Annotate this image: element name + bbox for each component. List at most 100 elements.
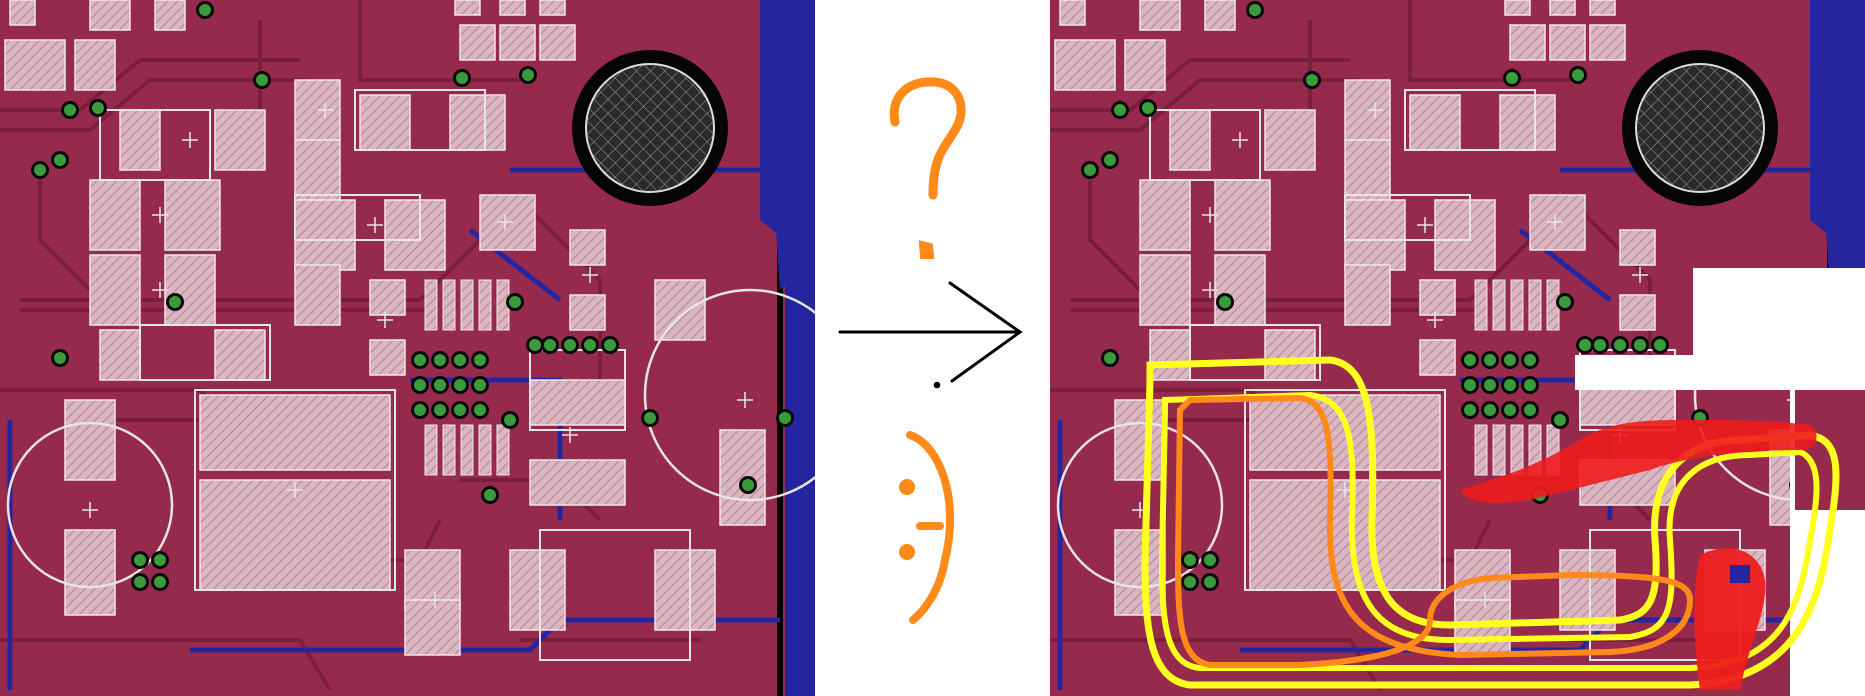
via-5 (1104, 154, 1116, 166)
ic-pin-1-2 (460, 424, 474, 476)
via-32 (474, 379, 486, 391)
pad-15 (294, 199, 356, 271)
via-24 (154, 576, 166, 588)
board-corner (1810, 0, 1865, 290)
removed-area (1575, 268, 1865, 696)
pad-20 (369, 279, 406, 316)
right-arrow-icon (838, 281, 1023, 389)
pad-35 (654, 279, 706, 341)
via-29 (1464, 379, 1476, 391)
via-30 (1484, 379, 1496, 391)
pad-3 (154, 0, 186, 31)
pad-23 (99, 329, 141, 381)
via-2 (1114, 104, 1126, 116)
ic-pin-0-2 (460, 279, 474, 331)
silkscreen-outline-1 (99, 109, 211, 181)
via-13 (529, 339, 541, 351)
pcb-layout-annotated (1050, 0, 1865, 696)
via-19 (779, 412, 791, 424)
pad-12 (1214, 179, 1271, 251)
via-28 (474, 354, 486, 366)
via-34 (434, 404, 446, 416)
pad-10 (1499, 94, 1556, 151)
pad-13 (1139, 254, 1191, 326)
pad-21 (569, 294, 606, 331)
ic-pin-0-3 (478, 279, 492, 331)
annotation-red-area-bottom (1694, 548, 1766, 690)
pad-32 (404, 599, 461, 656)
via-3 (92, 102, 104, 114)
pad-29 (1114, 399, 1166, 481)
pad-1 (1124, 39, 1166, 91)
via-21 (134, 554, 146, 566)
via-9 (1572, 69, 1584, 81)
silkscreen-outline-4 (529, 349, 626, 431)
via-6 (1219, 296, 1231, 308)
pad-3 (1204, 0, 1236, 31)
pad-6 (214, 109, 266, 171)
via-17 (604, 339, 616, 351)
pad-22 (1419, 339, 1456, 376)
via-22 (1184, 576, 1196, 588)
pad-15 (1344, 199, 1406, 271)
via-16 (1634, 339, 1646, 351)
pad-5 (1169, 109, 1211, 171)
pad-2 (89, 0, 131, 31)
pad-29 (64, 399, 116, 481)
pad-21 (1619, 294, 1656, 331)
annotation-red-area-top (1460, 420, 1817, 503)
ic-pin-0-3 (1528, 279, 1542, 331)
trace-2 (1070, 238, 1532, 302)
pad-37 (459, 24, 496, 61)
pad-4 (1059, 0, 1086, 26)
pad-0 (1054, 39, 1116, 91)
pad-19 (569, 229, 606, 266)
ic-pin-1-0 (1474, 424, 1488, 476)
pcb-layout-original (0, 0, 815, 696)
trace-1 (0, 78, 310, 132)
silkscreen-outline-3 (1404, 89, 1536, 151)
pad-20 (1419, 279, 1456, 316)
via-17 (1654, 339, 1666, 351)
via-33 (414, 404, 426, 416)
via-3 (1142, 102, 1154, 114)
pad-39 (539, 24, 576, 61)
via-5 (54, 154, 66, 166)
middle-annotation-area (815, 0, 1050, 696)
via-29 (414, 379, 426, 391)
via-23 (1204, 554, 1216, 566)
pad-19 (1619, 229, 1656, 266)
pad-30 (64, 529, 116, 616)
silkscreen-outline-1 (1149, 109, 1261, 181)
via-20 (742, 479, 754, 491)
via-26 (1484, 354, 1496, 366)
battery-outline-left (6, 421, 174, 589)
pad-34 (654, 549, 716, 631)
pad-5 (119, 109, 161, 171)
pad-26 (199, 479, 391, 591)
pad-14 (164, 254, 216, 326)
pad-9 (1409, 94, 1461, 151)
ic-pin-1-0 (424, 424, 438, 476)
via-24 (1204, 576, 1216, 588)
via-36 (474, 404, 486, 416)
question-mark-icon (889, 77, 966, 259)
silkscreen-outline-2 (294, 194, 421, 241)
pad-33 (509, 549, 566, 631)
silkscreen-outline-0 (139, 324, 271, 381)
via-1 (1306, 74, 1318, 86)
ic-pin-0-0 (424, 279, 438, 331)
pad-1 (74, 39, 116, 91)
via-0 (199, 4, 211, 16)
pad-40 (454, 0, 481, 16)
via-8 (1506, 72, 1518, 84)
via-22 (134, 576, 146, 588)
battery-outline-left (1056, 421, 1224, 589)
trace-6 (518, 198, 602, 420)
ic-pin-0-1 (1492, 279, 1506, 331)
pad-8 (1344, 139, 1391, 201)
ic-pin-0-1 (442, 279, 456, 331)
via-28 (1524, 354, 1536, 366)
pad-10 (449, 94, 506, 151)
via-2 (64, 104, 76, 116)
